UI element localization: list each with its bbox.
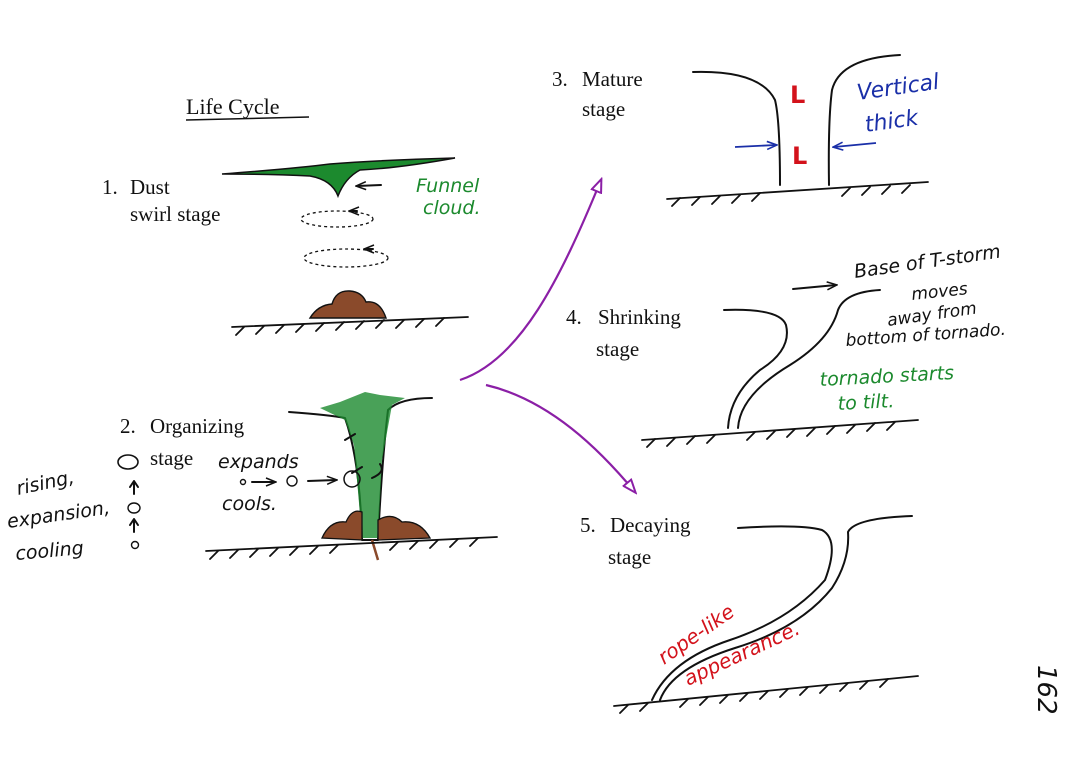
stage-4-number: 4.	[566, 305, 582, 329]
title-underline	[185, 116, 310, 121]
tilt-note-line1: tornado starts	[819, 362, 955, 391]
arrow-to-decaying-stage	[485, 383, 635, 492]
stage-5-name-line2: stage	[608, 545, 651, 569]
stage-1-ground	[231, 316, 469, 328]
shrinking-funnel-left-wall	[723, 308, 788, 429]
side-note-rising-expansion-cooling: rising, expansion, cooling	[6, 466, 141, 565]
decaying-funnel-left-wall	[651, 525, 833, 701]
mature-funnel-left-wall	[692, 70, 781, 186]
dust-swirl-upper	[300, 210, 374, 228]
rising-arrow-lower	[129, 518, 139, 533]
stage-2-name-line1: Organizing	[150, 414, 245, 438]
stage-3-number: 3.	[552, 67, 568, 91]
width-arrow-left	[734, 145, 776, 147]
storm-base-motion-arrow	[792, 285, 836, 289]
decaying-funnel-right-wall	[659, 515, 913, 701]
stage-1-ground-hatch	[235, 317, 445, 336]
shrinking-funnel-right-wall	[737, 289, 881, 429]
low-pressure-label-lower: L	[792, 142, 807, 170]
stage-3-ground-hatch	[671, 184, 911, 207]
dust-swirl-lower	[303, 248, 389, 268]
stage-4-ground-hatch	[646, 421, 896, 448]
parcel-large	[343, 470, 361, 488]
stage-1-dust-swirl: 1. Dust swirl stage Funnel cloud.	[102, 157, 481, 336]
stage-1-number: 1.	[102, 175, 118, 199]
cools-label: cools.	[222, 493, 277, 515]
stage-5-number: 5.	[580, 513, 596, 537]
side-note-line1: rising,	[14, 466, 76, 500]
rotation-marks	[344, 433, 383, 479]
stage-5-ground-hatch	[619, 678, 889, 714]
stage-3-mature: 3. Mature stage L L Vertical thick	[552, 54, 941, 207]
arrow-to-mature-stage	[459, 180, 601, 382]
life-cycle-title: Life Cycle	[186, 94, 279, 119]
stage-5-name-line1: Decaying	[610, 513, 691, 537]
organizing-dust-cloud	[321, 510, 432, 541]
dust-cloud	[308, 290, 387, 319]
rising-arrow-upper	[129, 480, 139, 495]
funnel-cloud-label-line2: cloud.	[423, 197, 481, 219]
stage-4-ground	[641, 419, 919, 441]
stage-4-name-line1: Shrinking	[598, 305, 681, 329]
page-number: 162	[1031, 665, 1061, 715]
stage-2-number: 2.	[120, 414, 136, 438]
stage-3-name-line2: stage	[582, 97, 625, 121]
stage-2-organizing: 2. Organizing stage expands cools.	[117, 392, 498, 561]
vertical-label: Vertical	[855, 70, 940, 106]
funnel-cloud-shape	[221, 157, 456, 199]
storm-note-line4: bottom of tornado.	[845, 320, 1007, 351]
mature-funnel-right-wall	[827, 54, 901, 186]
stage-5-decaying: 5. Decaying stage rope-like appearance.	[580, 513, 919, 714]
stage-5-ground	[613, 675, 919, 707]
side-note-line3: cooling	[15, 537, 85, 565]
stage-4-name-line2: stage	[596, 337, 639, 361]
organizing-funnel-fill	[320, 392, 405, 538]
stage-2-ground-hatch	[209, 537, 479, 560]
stage-1-name-line2: swirl stage	[130, 202, 220, 226]
air-parcel-large	[117, 454, 139, 470]
stage-3-name-line1: Mature	[582, 67, 643, 91]
side-note-line2: expansion,	[6, 497, 112, 533]
funnel-cloud-label-line1: Funnel	[416, 175, 480, 197]
parcel-medium	[286, 475, 298, 487]
funnel-cloud-pointer-arrow	[357, 185, 382, 186]
rising-parcel-small	[130, 540, 140, 550]
stage-3-ground	[666, 181, 929, 200]
rising-parcel-medium	[127, 502, 141, 514]
stage-2-ground	[205, 536, 498, 552]
stage-2-name-line2: stage	[150, 446, 193, 470]
thick-label: thick	[863, 106, 921, 138]
storm-note-line1: Base of T-storm	[853, 241, 1002, 283]
tilt-note-line2: to tilt.	[837, 390, 895, 415]
expands-label: expands	[218, 451, 299, 473]
low-pressure-label-upper: L	[790, 81, 805, 109]
parcel-arrow-2	[307, 480, 336, 481]
parcel-small	[239, 478, 247, 486]
stage-1-name-line1: Dust	[130, 175, 170, 199]
stage-4-shrinking: 4. Shrinking stage Base of T-storm moves…	[566, 241, 1007, 448]
width-arrow-right	[834, 143, 877, 147]
